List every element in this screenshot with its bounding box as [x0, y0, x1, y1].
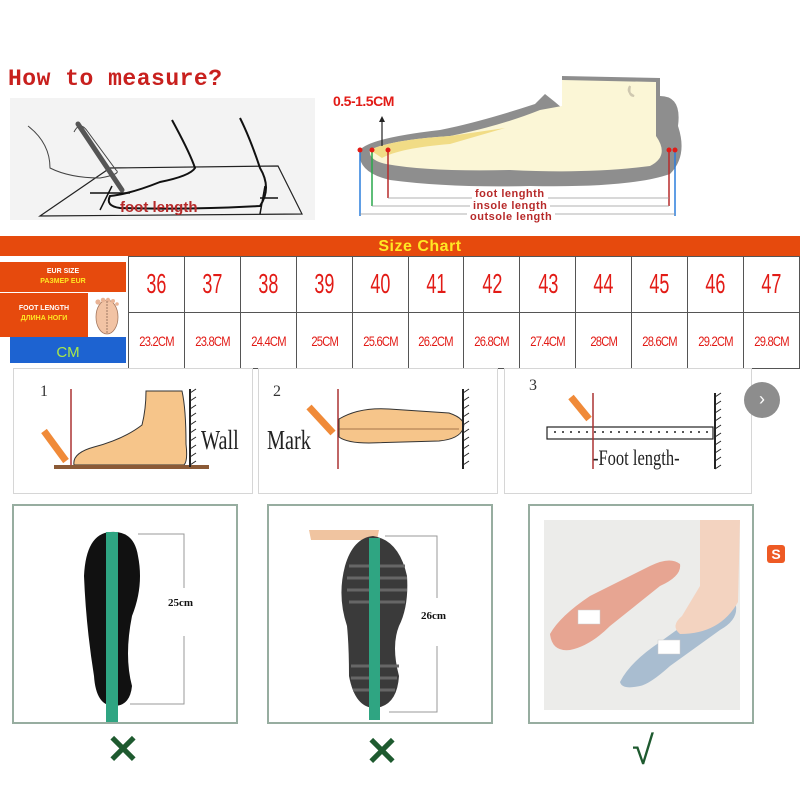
eur-size-cell: 46: [687, 256, 745, 313]
incorrect-mark-icon: ✕: [365, 730, 399, 774]
foot-length-cell: 28.6CM: [631, 312, 689, 369]
eur-size-cell: 38: [239, 256, 297, 313]
shoe-cross-section-illustration: foot lenghth insole length outsole lengt…: [330, 66, 690, 226]
foot-length-cell: 27.4CM: [519, 312, 577, 369]
foot-length-label: foot length: [120, 199, 198, 216]
how-to-measure-title: How to measure?: [8, 66, 223, 92]
foot-length-measure-label: -Foot length-: [593, 445, 680, 470]
incorrect-mark-icon: ✕: [106, 728, 140, 772]
eur-size-cell: 41: [407, 256, 465, 313]
foot-tracing-illustration: [10, 98, 315, 220]
foot-length-label-ru: ДЛИНА НОГИ: [20, 315, 68, 322]
step-number: 1: [40, 383, 48, 400]
carousel-next-button[interactable]: ›: [744, 382, 780, 418]
wall-label: Wall: [201, 425, 239, 455]
measurement-label: 25cm: [168, 597, 194, 609]
step-number: 2: [273, 383, 281, 400]
foot-length-cell: 26.2CM: [407, 312, 465, 369]
step-2-panel: 2 Mark: [258, 368, 498, 494]
size-chart-table: 36 37 38 39 40 41 42 43 44 45 46 47 23.2…: [128, 256, 800, 369]
correct-mark-icon: √: [632, 729, 654, 773]
insole-with-tape-icon: [84, 531, 185, 722]
foot-length-cell: 28CM: [575, 312, 633, 369]
floating-app-badge[interactable]: S: [767, 545, 785, 563]
eur-size-cell: 40: [351, 256, 409, 313]
ruler-measure-icon: [546, 392, 722, 470]
cm-unit-label: CM: [10, 337, 126, 363]
eur-size-cell: 45: [631, 256, 689, 313]
outsole-measurement-photo: 26cm: [267, 504, 493, 724]
foot-length-cell: 23.2CM: [128, 312, 185, 369]
step-number: 3: [529, 377, 537, 394]
eur-size-label-ru: РАЗМЕР EUR: [40, 278, 86, 285]
eur-size-cell: 42: [463, 256, 521, 313]
foot-length-cell: 23.8CM: [183, 312, 241, 369]
foot-length-cell: 25CM: [295, 312, 353, 369]
eur-size-row: 36 37 38 39 40 41 42 43 44 45 46 47: [128, 256, 800, 313]
foot-length-cell: 29.8CM: [743, 312, 800, 369]
foot-length-cell: 29.2CM: [687, 312, 745, 369]
shoe-cross-section-icon: [357, 76, 682, 216]
toe-allowance-label: 0.5-1.5CM: [333, 93, 394, 109]
eur-size-cell: 44: [575, 256, 633, 313]
insole-length-caption: insole length: [470, 200, 551, 212]
eur-size-cell: 43: [519, 256, 577, 313]
insole-measurement-photo: 25cm: [12, 504, 238, 724]
foot-against-wall-icon: [41, 388, 209, 469]
foot-length-label-en: FOOT LENGTH: [18, 305, 70, 312]
size-chart-title: Size Chart: [378, 238, 462, 255]
step-1-panel: 1 Wall: [13, 368, 253, 494]
foot-length-cell: 24.4CM: [239, 312, 297, 369]
foot-measuring-device-icon: [544, 520, 740, 710]
foot-length-cell: 25.6CM: [351, 312, 409, 369]
foot-measuring-device-photo: [528, 504, 754, 724]
eur-size-cell: 47: [743, 256, 800, 313]
outsole-with-tape-icon: [309, 530, 438, 720]
foot-length-cell: 26.8CM: [463, 312, 521, 369]
measurement-label: 26cm: [421, 610, 447, 622]
sogou-s-icon: S: [771, 546, 781, 562]
step-3-panel: 3 -Foot length-: [504, 368, 752, 494]
foot-tracing-sketch-icon: [27, 117, 303, 217]
mark-label: Mark: [267, 425, 311, 455]
foot-length-row-label: FOOT LENGTH ДЛИНА НОГИ: [0, 293, 88, 337]
size-chart-header-bar: [0, 236, 800, 256]
eur-size-cell: 36: [128, 256, 185, 313]
chevron-right-icon: ›: [759, 389, 765, 409]
outsole-length-caption: outsole length: [467, 211, 556, 223]
foot-top-view-icon: [306, 388, 470, 469]
eur-size-cell: 39: [295, 256, 353, 313]
eur-size-row-label: EUR SIZE РАЗМЕР EUR: [0, 262, 126, 292]
foot-length-row: 23.2CM 23.8CM 24.4CM 25CM 25.6CM 26.2CM …: [128, 312, 800, 369]
foot-sole-icon: [88, 293, 126, 337]
foot-length-caption: foot lenghth: [472, 188, 548, 200]
eur-size-cell: 37: [183, 256, 241, 313]
eur-size-label-en: EUR SIZE: [46, 268, 80, 275]
